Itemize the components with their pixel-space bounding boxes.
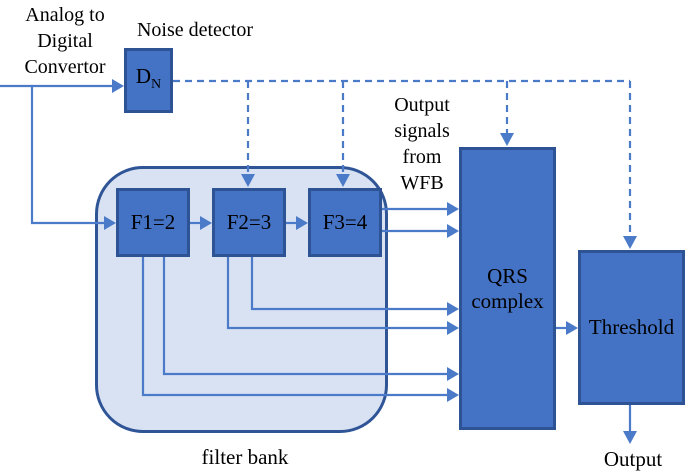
filter-f3-label: F3=4 [322, 210, 368, 234]
output-label: Output [603, 447, 663, 471]
f2-to-f3-arrow [286, 216, 308, 230]
wfb-output-signals-label: Output signals from WFB [394, 94, 450, 194]
f1-to-f2-arrow [190, 216, 212, 230]
noise-to-threshold-dashed-arrow [623, 81, 637, 249]
f2-to-qrs-arrow-2 [226, 257, 459, 335]
noise-detector-label: Noise detector [136, 19, 254, 41]
input-to-noise-detector-arrow [0, 79, 124, 93]
threshold-label: Threshold [588, 315, 675, 339]
f3-to-qrs-arrow-2 [382, 224, 459, 238]
qrs-to-threshold-arrow [556, 321, 578, 335]
filter-bank-label: filter bank [201, 445, 289, 469]
noise-to-f2-dashed-arrow [241, 81, 255, 187]
qrs-complex-box: QRS complex [459, 147, 556, 430]
adc-label: Analog to Digital Convertor [24, 4, 106, 78]
qrs-label-line1: QRS [487, 263, 528, 288]
f1-to-qrs-arrow-2 [141, 257, 459, 402]
filter-f1-label: F1=2 [130, 210, 176, 234]
f1-to-qrs-arrow-1 [162, 257, 459, 381]
noise-detector-box-label: DN [135, 63, 162, 93]
input-to-f1-arrow [30, 86, 116, 230]
f2-to-qrs-arrow-1 [250, 257, 459, 316]
f3-to-qrs-arrow-1 [382, 202, 459, 216]
filter-f2-label: F2=3 [226, 210, 272, 234]
filter-box-f3: F3=4 [308, 188, 382, 257]
noise-detector-box: DN [124, 48, 173, 113]
qrs-label-line2: complex [471, 288, 544, 313]
threshold-box: Threshold [578, 250, 685, 405]
noise-to-f3-dashed-arrow [336, 81, 350, 187]
filter-box-f1: F1=2 [116, 188, 190, 257]
noise-to-qrs-dashed-arrow [500, 81, 514, 146]
filter-box-f2: F2=3 [212, 188, 286, 257]
threshold-to-output-arrow [623, 405, 637, 444]
